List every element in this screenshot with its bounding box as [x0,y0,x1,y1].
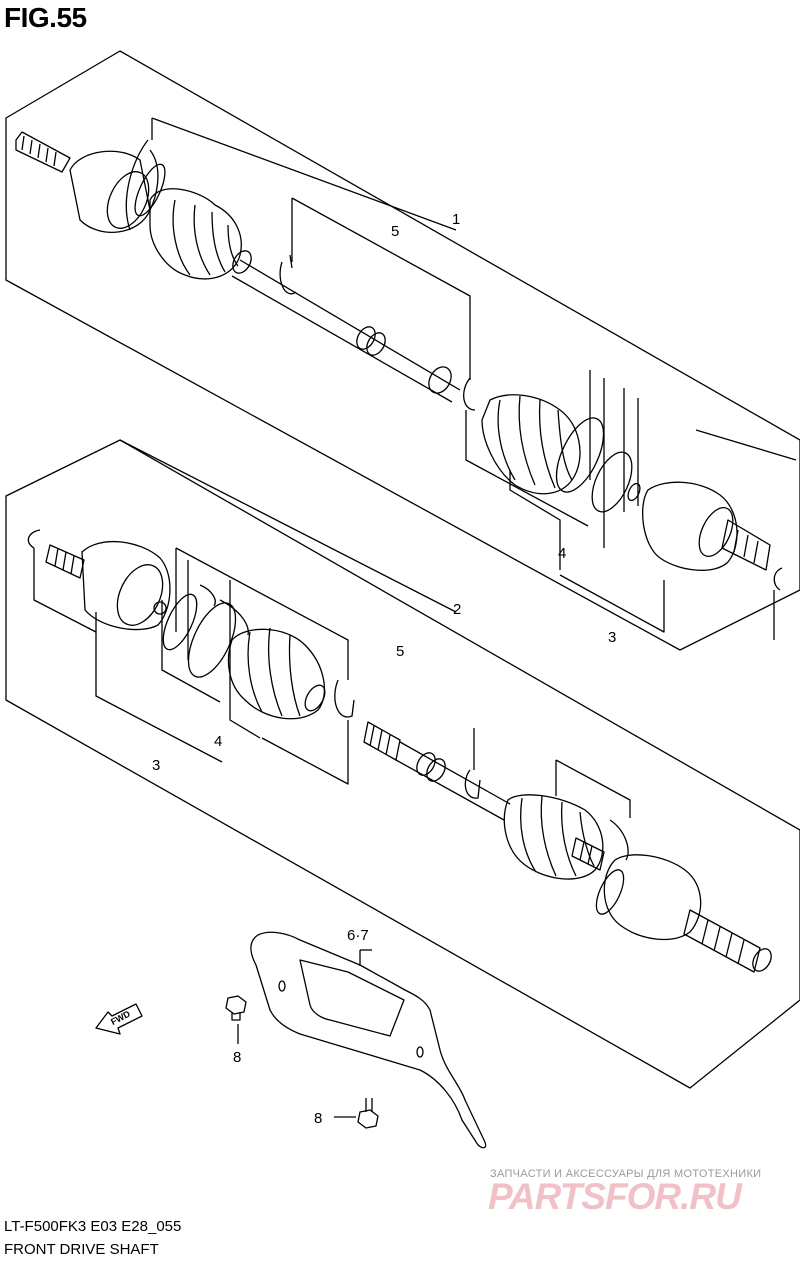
assembly-1-left-spline [15,131,71,173]
callout-8-upper: 8 [233,1049,241,1066]
callout-1: 1 [452,211,460,228]
assembly-2-clamp-d [464,769,481,799]
callout-5-lower: 5 [396,643,404,660]
assembly-1-outer-boot [149,188,252,280]
assembly-2-end-clip [27,529,41,549]
assembly-2-ring-b [187,602,237,678]
assembly-1-shaft [231,259,461,403]
fwd-arrow-shape [95,1003,143,1035]
assembly-1-inner-joint [642,481,738,571]
callout-2: 2 [453,601,461,618]
callout-5-upper: 5 [391,223,399,240]
callout-3-lower: 3 [152,757,160,774]
assembly-1-clamp-mid [279,254,297,295]
assembly-2-outer-joint [595,854,702,941]
figure-title: FIG.55 [4,2,87,33]
fwd-label: FWD [109,1008,132,1027]
assembly-2-inner-joint [81,540,171,631]
assembly-1-snap-ring-left [463,377,476,411]
assembly-2-outer-boot [503,794,604,880]
model-code: LT-F500FK3 E03 E28_055 [4,1218,182,1235]
assembly-1-ring-a [555,417,605,493]
callout-4-lower: 4 [214,733,222,750]
assembly-2-ring-a [162,593,198,651]
assembly-2-right-spline [683,909,772,973]
assembly-1-ring-b [591,451,633,513]
assembly-1-inner-boot [481,394,581,495]
assembly-1-clamp-left [125,139,159,231]
assembly-2-small-spline [571,837,605,871]
assembly-2-clamp-c [334,679,355,718]
watermark-tagline: ЗАПЧАСТИ И АКСЕССУАРЫ ДЛЯ МОТОТЕХНИКИ [490,1168,762,1180]
assembly-1-leaders [151,117,797,640]
callout-4-upper: 4 [558,545,566,562]
assembly-2-clamp-e [609,819,629,861]
assembly-2-clamp-a [199,584,216,607]
callout-8-lower: 8 [314,1110,322,1127]
bolt-lower [334,1098,379,1129]
callout-3-upper: 3 [608,629,616,646]
assembly-2-inner-boot [227,627,326,720]
assembly-2-leaders [33,439,631,818]
figure-caption: FRONT DRIVE SHAFT [4,1241,159,1258]
guard-plate [250,931,487,1149]
assembly-2-left-spline [45,544,85,579]
watermark-logo: PARTSFOR.RU [488,1176,742,1217]
assembly-2-clamp-b [219,599,249,636]
assembly-1-end-clip [773,567,783,591]
bolt-upper [225,995,247,1044]
assembly-1-frame [5,50,800,651]
assembly-1-right-spline [721,519,771,571]
callout-6-7: 6·7 [347,927,369,944]
assembly-2-shaft [363,721,511,821]
